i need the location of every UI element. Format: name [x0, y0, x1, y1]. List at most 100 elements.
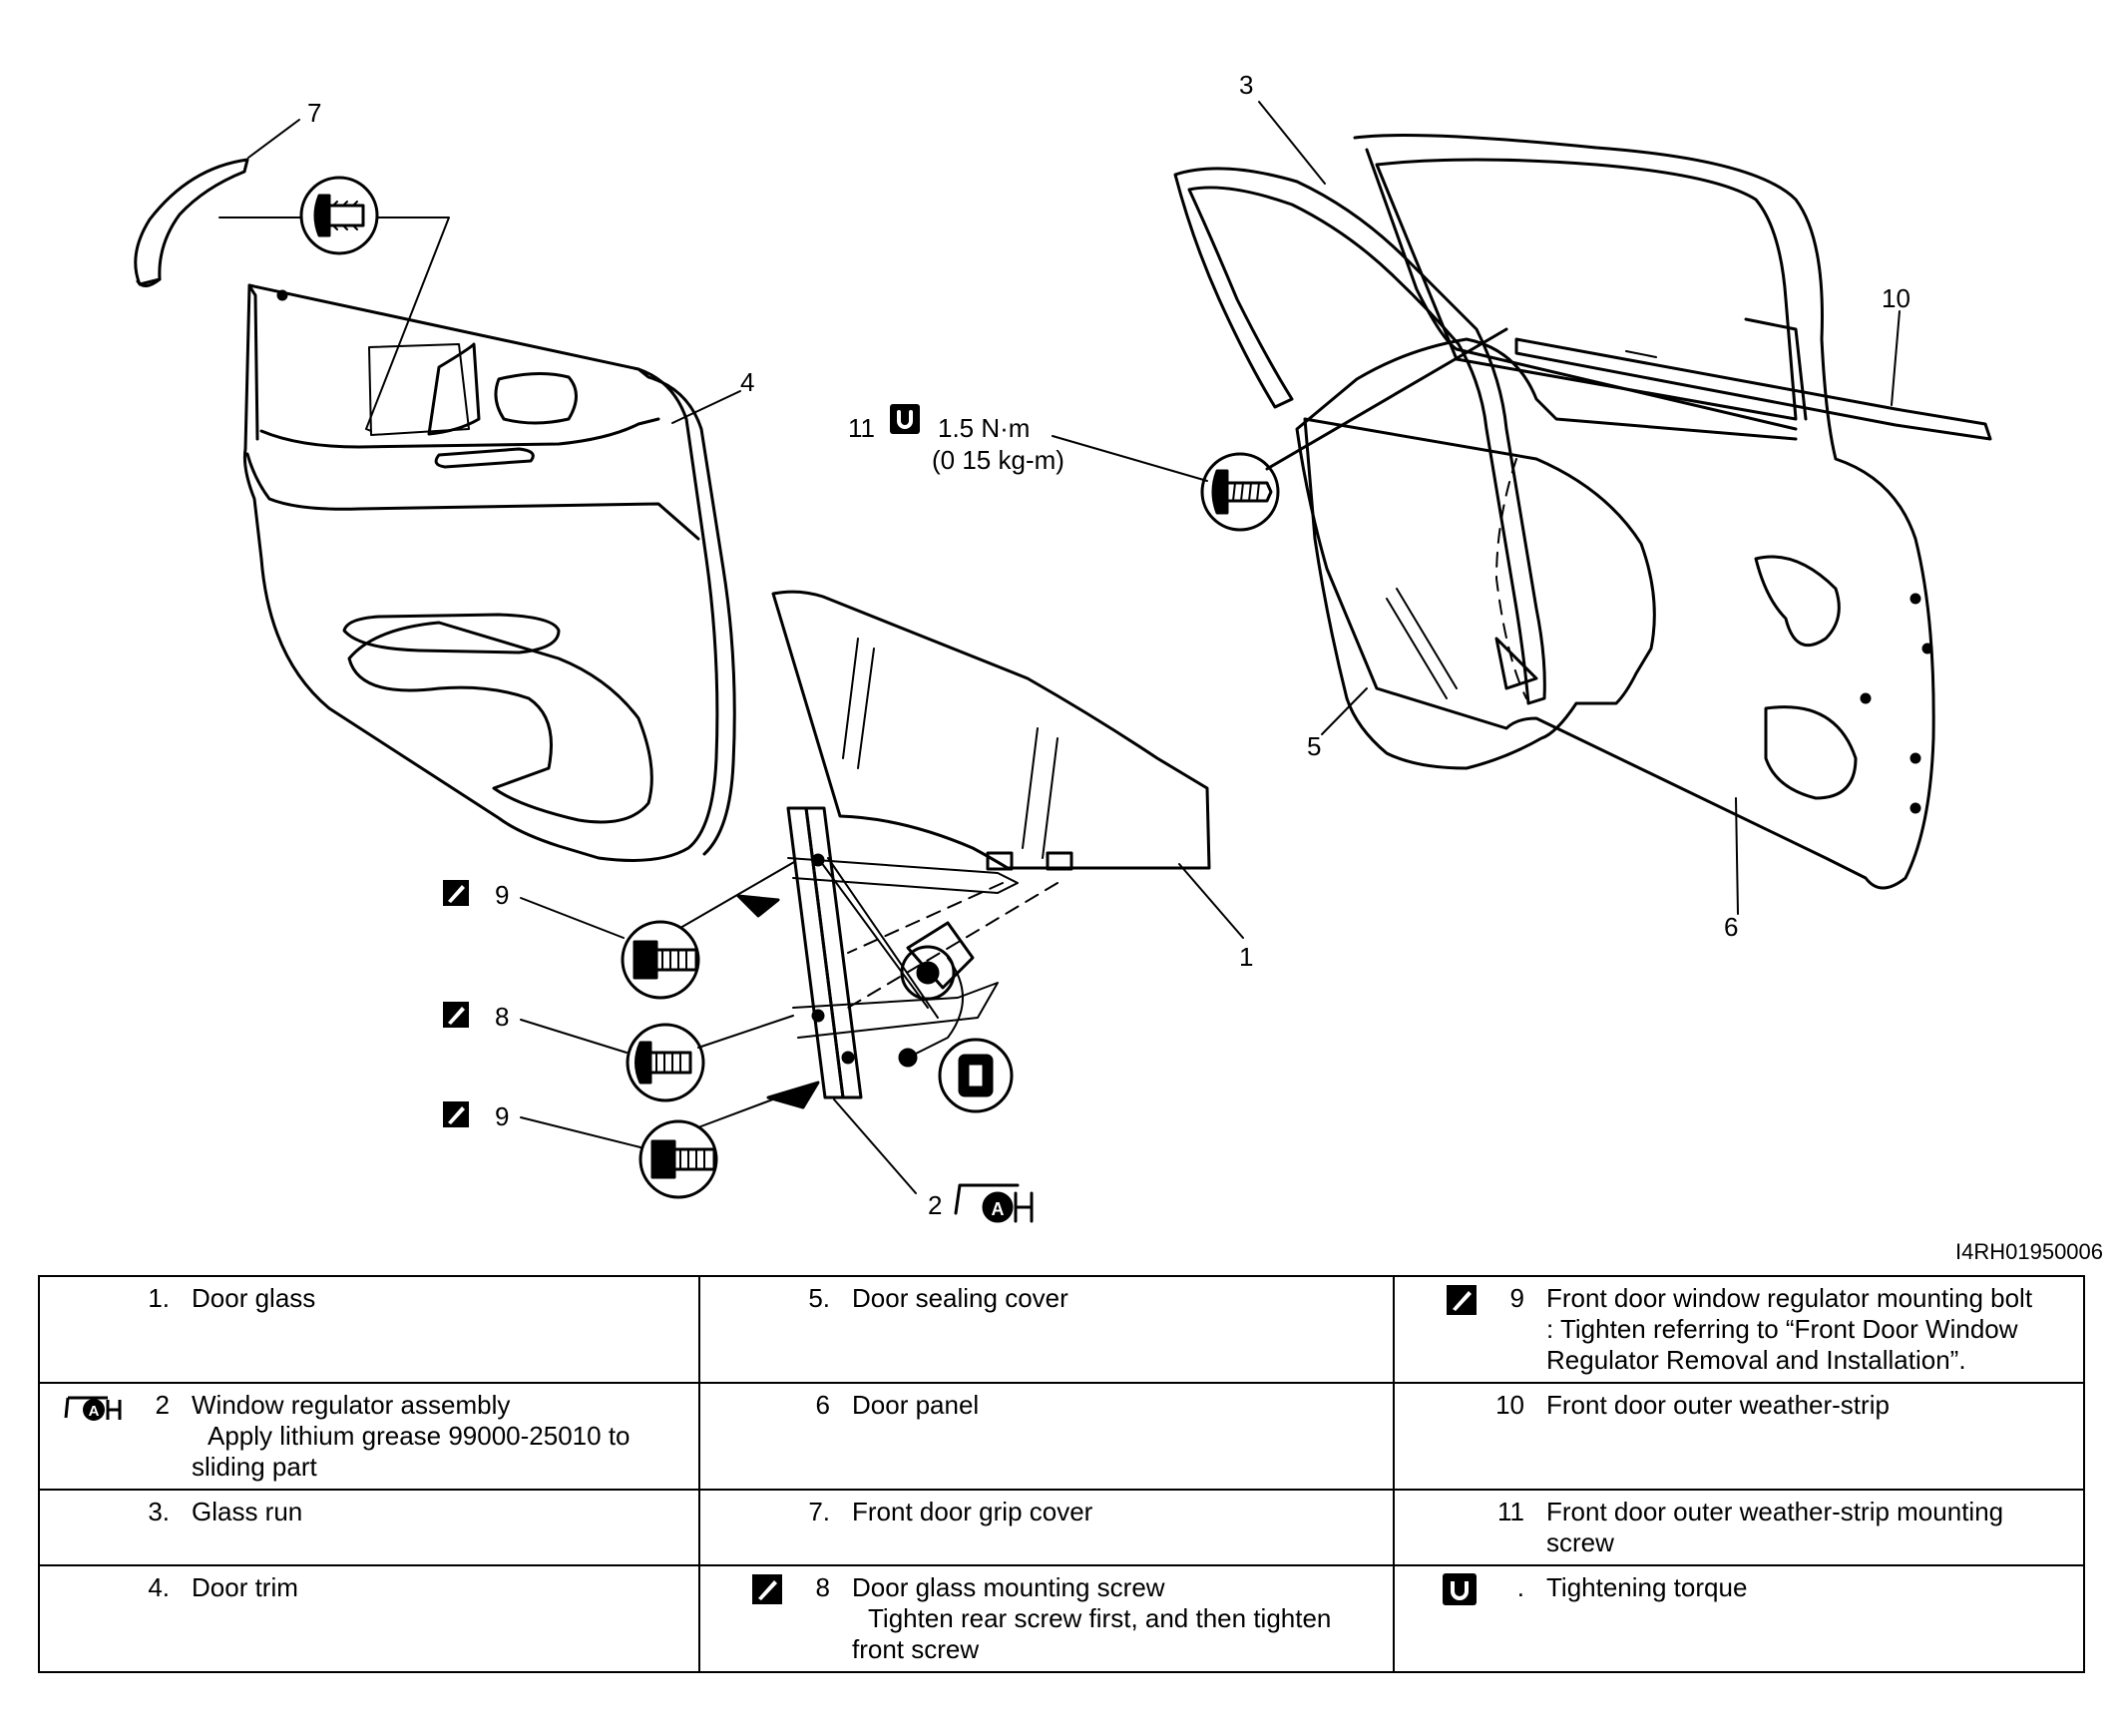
grease-icon: A: [40, 1390, 126, 1483]
legend-note: : Tighten referring to “Front Door Windo…: [1546, 1314, 2018, 1375]
legend-number: 10: [1495, 1390, 1524, 1420]
legend-cell: 5. Door sealing cover: [698, 1275, 1395, 1384]
legend-title: Window regulator assembly: [192, 1390, 511, 1420]
legend-cell: 11 Front door outer weather-strip mountin…: [1393, 1489, 2085, 1566]
torque-value-alt: (0 15 kg-m): [932, 445, 1064, 475]
legend-icon-slot: [40, 1497, 126, 1527]
legend-icon-slot: [700, 1283, 786, 1314]
door-glass-part: [771, 590, 1211, 871]
legend-row: 3. Glass run 7. Front door grip cover 11 Fron…: [38, 1489, 2085, 1566]
legend-description: Tightening torque: [1546, 1572, 2075, 1605]
legend-number: 5.: [808, 1283, 830, 1313]
legend-icon-slot: [40, 1283, 126, 1314]
legend-cell: 10 Front door outer weather-strip: [1393, 1382, 2085, 1491]
legend-cell: 3. Glass run: [38, 1489, 700, 1566]
legend-description: Door glass: [192, 1283, 690, 1314]
door-sealing-cover-part: [1303, 417, 1656, 770]
legend-number: 4.: [148, 1572, 170, 1602]
regulator-bolt-lower-icon: [638, 1119, 718, 1199]
legend-icon-slot: [40, 1572, 126, 1603]
callout-4: 4: [740, 367, 755, 397]
legend-cell: 1. Door glass: [38, 1275, 700, 1384]
legend-description: Front door grip cover: [852, 1497, 1385, 1527]
legend-cell: . Tightening torque: [1393, 1564, 2085, 1673]
legend-icon-slot: [1395, 1390, 1481, 1421]
svg-text:A: A: [89, 1403, 100, 1420]
legend-description: Front door outer weather-strip mounting …: [1546, 1497, 2075, 1558]
legend-title: Front door grip cover: [852, 1497, 1093, 1526]
legend-title: Front door window regulator mounting bol…: [1546, 1283, 2033, 1313]
legend-cell: 6 Door panel: [698, 1382, 1395, 1491]
glass-mounting-screw-icon: [626, 1023, 705, 1102]
torque-icon: [1395, 1572, 1481, 1606]
legend-title: Door panel: [852, 1390, 980, 1420]
legend-title: Door glass: [192, 1283, 316, 1313]
legend-number: 7.: [808, 1497, 830, 1526]
legend-icon-slot: [700, 1497, 786, 1527]
legend-description: Door sealing cover: [852, 1283, 1385, 1314]
outer-weather-strip-part: [1514, 337, 1992, 441]
legend-number: 8: [815, 1572, 830, 1602]
legend-icon-slot: [1395, 1497, 1481, 1558]
legend-note: Tighten rear screw first, and then tight…: [868, 1603, 1332, 1633]
legend-number: .: [1516, 1572, 1524, 1602]
clip-detail-icon: [299, 176, 379, 255]
legend-title: Glass run: [192, 1497, 303, 1526]
legend-title: Door sealing cover: [852, 1283, 1068, 1313]
legend-description: Door trim: [192, 1572, 690, 1603]
glass-run-part: [1173, 167, 1546, 705]
svg-text:A: A: [992, 1199, 1005, 1219]
callout-9-upper: 9: [495, 880, 510, 910]
torque-value: 1.5 N·m: [938, 413, 1031, 443]
legend-cell: 4. Door trim: [38, 1564, 700, 1673]
legend-title: Door glass mounting screw: [852, 1572, 1165, 1602]
weather-strip-screw-icon: [1200, 452, 1280, 532]
legend-cell: 9 Front door window regulator mounting bo…: [1393, 1275, 2085, 1384]
legend-title: Front door outer weather-strip: [1546, 1390, 1890, 1420]
legend-description: Door panel: [852, 1390, 1385, 1421]
callout-3: 3: [1239, 70, 1254, 100]
legend-title: Front door outer weather-strip mounting …: [1546, 1497, 2004, 1557]
legend-number: 1.: [148, 1283, 170, 1313]
legend-icon-slot: [700, 1390, 786, 1421]
legend-title: Door trim: [192, 1572, 298, 1602]
legend-description: Glass run: [192, 1497, 690, 1527]
legend-note: Apply lithium grease 99000-25010 to: [208, 1421, 631, 1451]
window-regulator-part: [736, 806, 1019, 1109]
callout-8: 8: [495, 1002, 510, 1032]
callout-5: 5: [1307, 731, 1322, 761]
connector-detail-icon: [938, 1038, 1014, 1113]
door-exploded-diagram: A: [134, 101, 1992, 1223]
callout-6: 6: [1724, 912, 1739, 942]
door-panel-part: [1295, 134, 1935, 890]
callout-9-lower: 9: [495, 1101, 510, 1131]
diagram-code: I4RH01950006: [1955, 1239, 2104, 1264]
callout-10: 10: [1882, 283, 1910, 313]
grease-icon: A: [954, 1183, 1034, 1223]
legend-description: Front door outer weather-strip: [1546, 1390, 2075, 1421]
grip-cover-part: [134, 158, 249, 287]
legend-number: 11: [1497, 1497, 1524, 1526]
regulator-bolt-upper-icon: [621, 920, 700, 1000]
callout-1: 1: [1239, 942, 1254, 972]
callout-11: 11: [848, 413, 875, 443]
legend-number: 9: [1509, 1283, 1524, 1313]
tighten-icon: [700, 1572, 786, 1665]
door-trim-part: [242, 283, 736, 862]
legend-number: 3.: [148, 1497, 170, 1526]
legend-number: 6: [815, 1390, 830, 1420]
callout-7: 7: [307, 98, 322, 128]
legend-row: 1. Door glass 5. Door sealing cover 9 Front d…: [38, 1275, 2085, 1384]
legend-note: front screw: [852, 1634, 980, 1664]
legend-description: Front door window regulator mounting bol…: [1546, 1283, 2075, 1376]
tighten-icon: [1395, 1283, 1481, 1376]
callout-2: 2: [928, 1190, 943, 1220]
legend-title: Tightening torque: [1546, 1572, 1748, 1602]
